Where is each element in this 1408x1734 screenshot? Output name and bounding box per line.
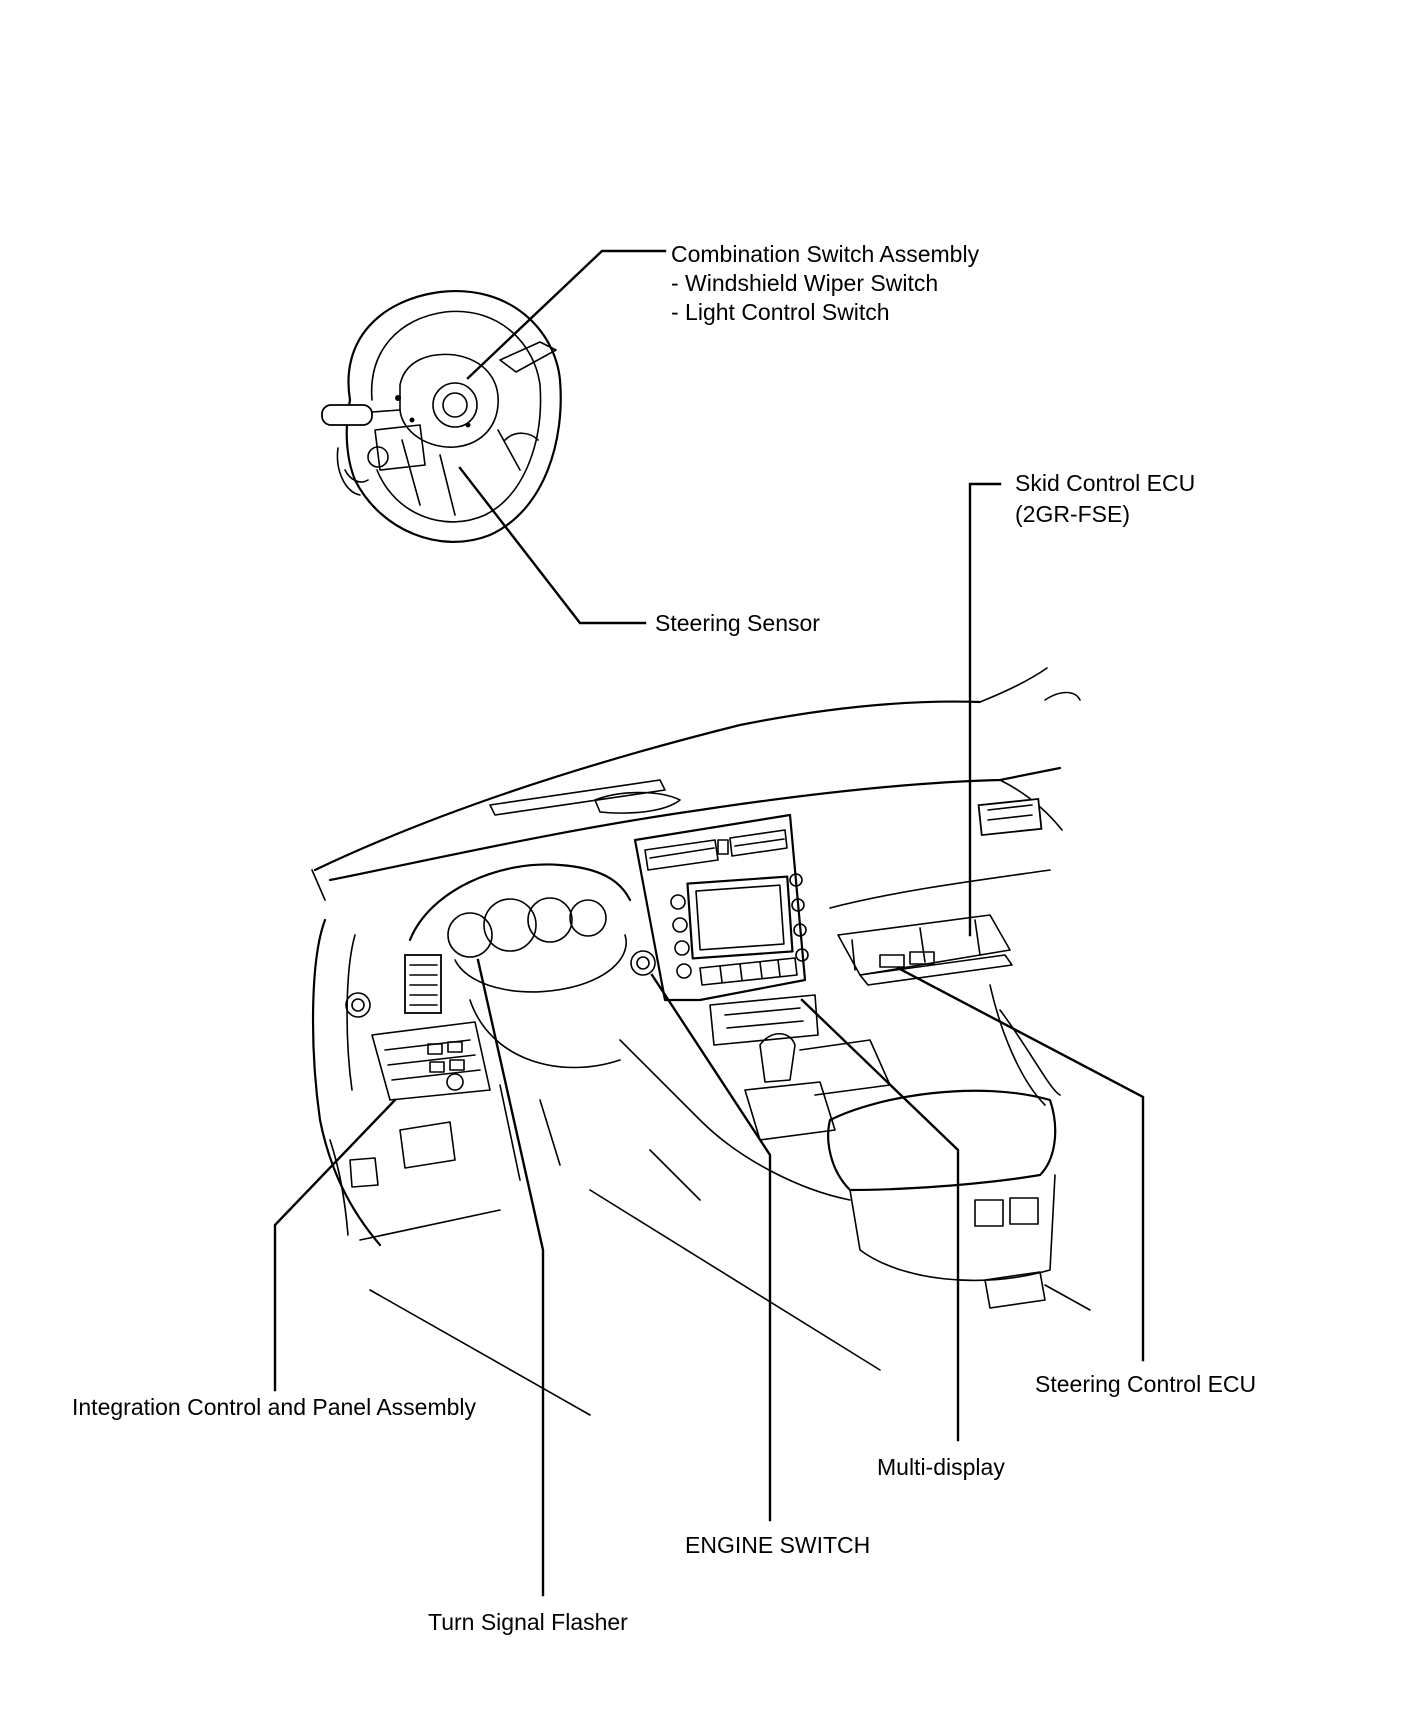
label-engine-switch: ENGINE SWITCH <box>685 1532 870 1558</box>
steering-wheel-drawing <box>321 289 562 543</box>
label-multi-display: Multi-display <box>877 1454 1005 1480</box>
dashboard-drawing <box>311 667 1091 1416</box>
leader-lines <box>273 249 1145 1597</box>
labels: Combination Switch Assembly - Windshield… <box>72 241 1256 1635</box>
label-skid-control-ecu: Skid Control ECU <box>1015 470 1195 496</box>
label-turn-signal-flasher: Turn Signal Flasher <box>428 1609 628 1635</box>
label-combination-switch-wiper: - Windshield Wiper Switch <box>671 270 938 296</box>
label-combination-switch-light: - Light Control Switch <box>671 299 890 325</box>
label-steering-sensor: Steering Sensor <box>655 610 820 636</box>
label-steering-control-ecu: Steering Control ECU <box>1035 1371 1256 1397</box>
label-integration-control-panel: Integration Control and Panel Assembly <box>72 1394 477 1420</box>
label-combination-switch-title: Combination Switch Assembly <box>671 241 980 267</box>
label-skid-control-ecu-variant: (2GR-FSE) <box>1015 501 1130 527</box>
